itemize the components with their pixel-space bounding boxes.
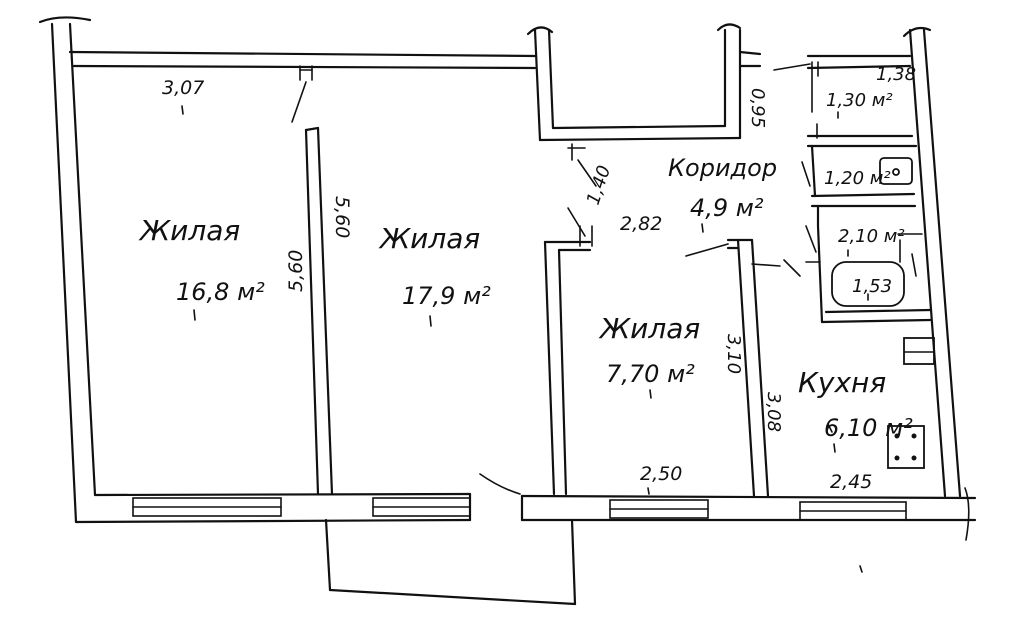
dim-245: 2,45	[830, 471, 872, 493]
room-area-kitchen: 6,10 м²	[824, 414, 913, 442]
room-area-toilet: 1,30 м²	[826, 90, 893, 111]
room-area-living3: 7,70 м²	[606, 360, 695, 388]
dim-307: 3,07	[162, 77, 204, 99]
dim-095: 0,95	[747, 88, 768, 128]
room-area-living2: 17,9 м²	[402, 282, 491, 310]
room-area-corridor: 4,9 м²	[690, 194, 764, 222]
room-name-kitchen: Кухня	[798, 366, 886, 399]
shaft-icon	[903, 337, 935, 365]
dimension-labels: 3,07 5,60 5,60 2,82 1,40 3,10 3,08 2,50 …	[162, 64, 916, 493]
fixtures	[827, 157, 935, 469]
dim-308: 3,08	[763, 392, 784, 432]
label-ticks	[181, 105, 869, 573]
sink-icon	[879, 157, 913, 185]
dim-282: 2,82	[620, 213, 662, 235]
room-name-living3: Жилая	[598, 312, 700, 345]
room-area-wc: 1,20 м²	[824, 168, 891, 189]
interior-walls	[291, 61, 932, 498]
bathtub-icon	[831, 261, 905, 307]
room-area-bathroom: 2,10 м²	[838, 226, 905, 247]
room-name-living1: Жилая	[138, 214, 240, 247]
exterior-walls	[38, 16, 977, 606]
stove-icon	[887, 425, 925, 469]
dim-310: 3,10	[723, 334, 744, 374]
dim-250: 2,50	[640, 463, 682, 485]
room-labels: Жилая 16,8 м² Жилая 17,9 м² Жилая 7,70 м…	[138, 90, 913, 442]
dim-560a: 5,60	[285, 250, 307, 292]
dim-560b: 5,60	[331, 196, 353, 238]
room-area-living1: 16,8 м²	[176, 278, 265, 306]
room-name-living2: Жилая	[378, 222, 480, 255]
dim-140: 1,40	[583, 163, 615, 208]
dim-138: 1,38	[876, 64, 916, 85]
dim-153: 1,53	[852, 276, 892, 297]
room-name-corridor: Коридор	[668, 154, 777, 182]
